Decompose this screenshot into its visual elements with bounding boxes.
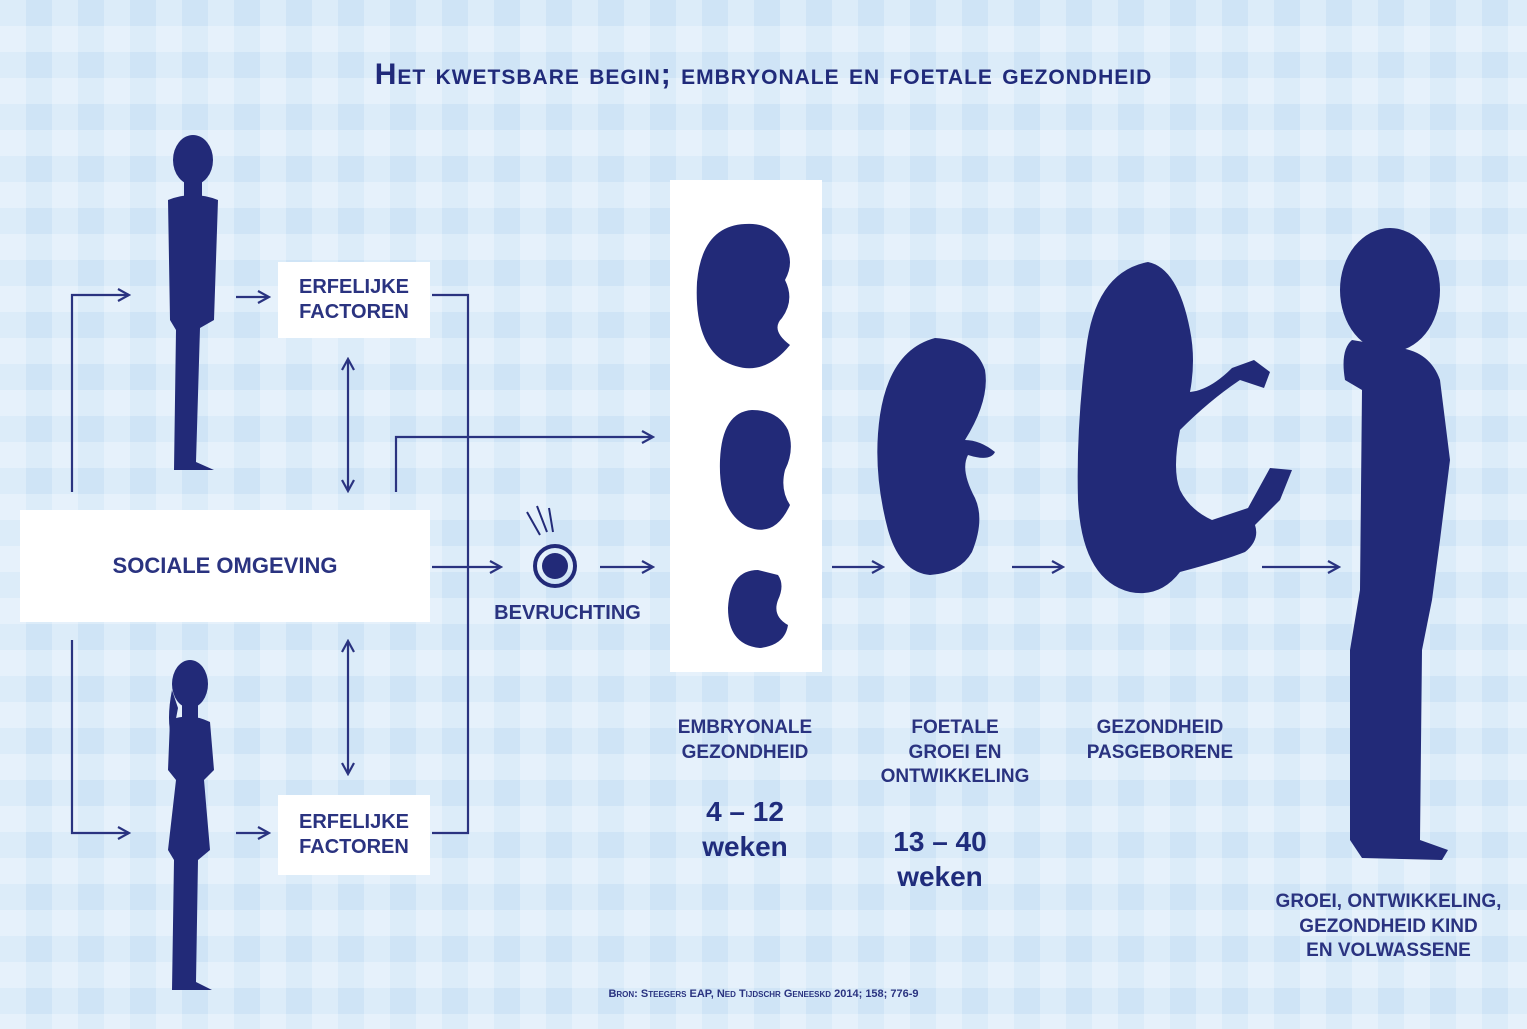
embryo-icon: [696, 223, 791, 648]
foetal-weeks: 13 – 40 weken: [893, 826, 987, 892]
arrow-to-female: [70, 640, 128, 833]
egg-cell-icon: [526, 505, 577, 588]
erfelijke-factoren-top: ERFELIJKE FACTOREN: [278, 262, 430, 338]
fetus-icon: [877, 338, 995, 575]
sociale-omgeving-label: SOCIALE OMGEVING: [112, 553, 338, 579]
foetale-label: FOETALE GROEI EN ONTWIKKELING: [880, 717, 1030, 788]
newborn-icon: [1077, 262, 1292, 594]
source-citation: Bron: Steegers EAP, Ned Tijdschr Geneesk…: [608, 988, 919, 1000]
embryonale-label: EMBRYONALE GEZONDHEID: [677, 717, 813, 763]
bevruchting-label: BEVRUCHTING: [494, 602, 641, 624]
child-silhouette-icon: [1340, 228, 1450, 860]
bracket-line: [432, 293, 470, 835]
erfelijke-bottom-label: ERFELIJKE FACTOREN: [298, 811, 410, 858]
male-silhouette-icon: [168, 135, 218, 470]
page-title: Het kwetsbare begin; embryonale en foeta…: [374, 58, 1153, 91]
connector-lines: [70, 293, 1338, 835]
sociale-omgeving-box: SOCIALE OMGEVING: [20, 510, 430, 622]
arrow-to-embryo: [394, 437, 652, 492]
arrow-to-male: [70, 295, 128, 492]
female-silhouette-icon: [168, 660, 214, 990]
embryonal-weeks: 4 – 12 weken: [702, 796, 788, 862]
pasgeborene-label: GEZONDHEID PASGEBORENE: [1086, 717, 1234, 763]
erfelijke-top-label: ERFELIJKE FACTOREN: [298, 276, 410, 323]
kind-label: GROEI, ONTWIKKELING, GEZONDHEID KIND EN …: [1275, 891, 1502, 962]
erfelijke-factoren-bottom: ERFELIJKE FACTOREN: [278, 795, 430, 875]
